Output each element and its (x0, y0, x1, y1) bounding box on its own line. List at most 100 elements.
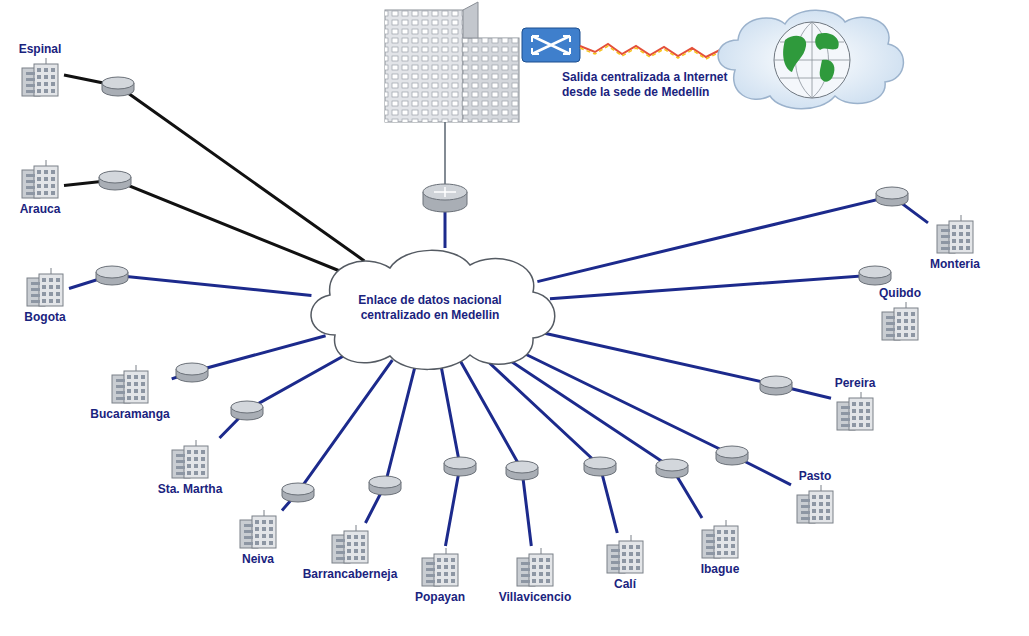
window (56, 299, 60, 303)
window (444, 565, 448, 569)
window (801, 517, 810, 520)
tower-windows (385, 10, 463, 122)
window (269, 541, 273, 545)
note-label: Salida centralizada a Internet desde la … (562, 70, 742, 100)
window (444, 579, 448, 583)
window (706, 534, 715, 537)
window (141, 382, 145, 386)
window (717, 544, 721, 548)
router-icon (584, 457, 616, 476)
window (866, 402, 870, 406)
window (44, 177, 48, 181)
window (347, 535, 351, 539)
window (841, 418, 850, 421)
building-block (34, 166, 58, 198)
window (354, 535, 358, 539)
window (539, 565, 543, 569)
window (262, 527, 266, 531)
window (336, 545, 345, 548)
city-label: Arauca (20, 202, 61, 216)
building-icon (236, 510, 280, 550)
window (269, 534, 273, 538)
city-label: Espinal (19, 42, 62, 56)
branch-office: Bogota (23, 268, 67, 324)
window (354, 542, 358, 546)
window (622, 566, 626, 570)
cloud-outline (718, 10, 903, 109)
window (127, 375, 131, 379)
building-block (344, 531, 368, 563)
window (255, 520, 259, 524)
city-label: Pereira (835, 376, 876, 390)
window (51, 170, 55, 174)
branch-office: Pereira (833, 376, 877, 432)
antenna (264, 510, 265, 516)
antenna (136, 365, 137, 371)
router-icon (102, 77, 134, 96)
router-icon (96, 266, 128, 285)
window (451, 572, 455, 576)
building-block (252, 516, 276, 548)
window (859, 423, 863, 427)
window (801, 499, 810, 502)
tower-windows (463, 38, 519, 122)
branch-office: Villavicencio (499, 548, 572, 604)
city-label: Ibague (701, 562, 740, 576)
window (724, 530, 728, 534)
window (127, 382, 131, 386)
window (134, 396, 138, 400)
window (44, 68, 48, 72)
data-link (64, 180, 339, 271)
router-icon (506, 461, 538, 480)
window (56, 292, 60, 296)
branch-office: Popayan (415, 548, 465, 604)
window (966, 225, 970, 229)
router-top (876, 187, 908, 199)
window (262, 534, 266, 538)
window (521, 568, 530, 571)
window (859, 416, 863, 420)
router-icon (176, 363, 208, 382)
antenna (46, 58, 47, 64)
window (44, 89, 48, 93)
window (49, 292, 53, 296)
window (941, 247, 950, 250)
window (801, 505, 810, 508)
window (56, 278, 60, 282)
branch-office: Neiva (236, 510, 280, 566)
city-label: Quibdo (879, 286, 921, 300)
city-label: Sta. Martha (158, 482, 223, 496)
window (347, 542, 351, 546)
antenna (356, 525, 357, 531)
building-icon (168, 440, 212, 480)
window (886, 316, 895, 319)
window (37, 177, 41, 181)
window (629, 545, 633, 549)
data-link (219, 350, 353, 438)
window (532, 579, 536, 583)
building-icon (878, 302, 922, 342)
window (255, 527, 259, 531)
window (37, 82, 41, 86)
router-arrowheads (532, 36, 570, 54)
window (966, 239, 970, 243)
window (941, 229, 950, 232)
window (636, 559, 640, 563)
window (886, 334, 895, 337)
window (194, 450, 198, 454)
window (859, 409, 863, 413)
window (244, 542, 253, 545)
window (532, 572, 536, 576)
globe-grid (774, 22, 850, 98)
tower (463, 38, 519, 122)
window (622, 552, 626, 556)
window (731, 551, 735, 555)
window (819, 516, 823, 520)
tower-side (463, 2, 478, 38)
cloud-label: Enlace de datos nacional centralizado en… (355, 293, 505, 323)
window (31, 294, 40, 297)
data-link (550, 275, 881, 299)
window (521, 574, 530, 577)
building-block (894, 308, 918, 340)
window (244, 530, 253, 533)
